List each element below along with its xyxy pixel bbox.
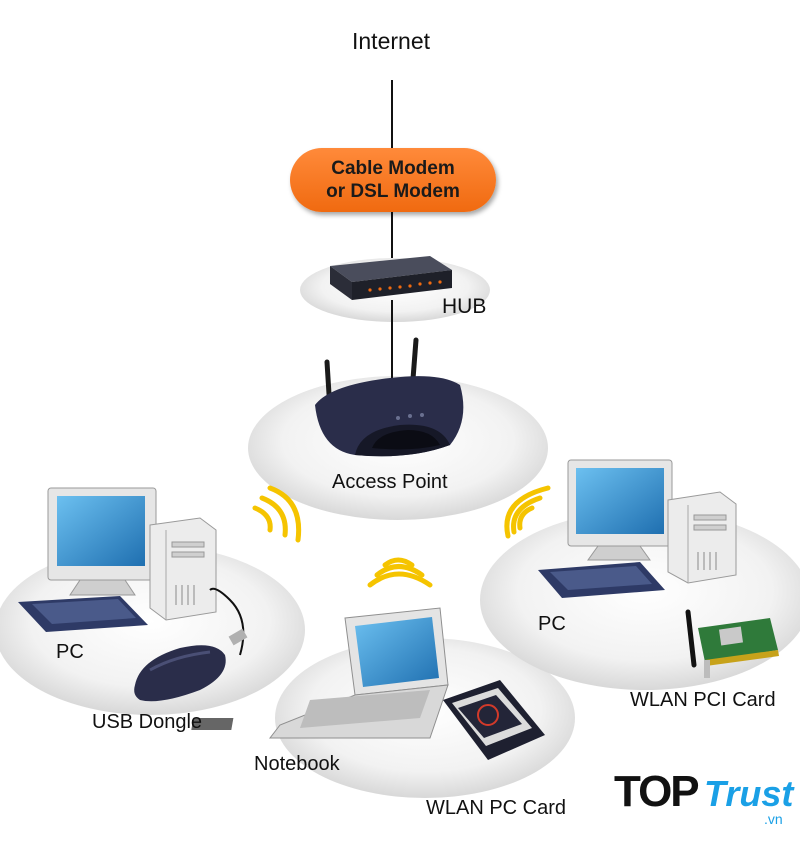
hub-label: HUB: [442, 295, 487, 318]
signal-left-icon: [252, 485, 302, 543]
wlan-pci-card-icon: [685, 609, 779, 678]
wlan-pc-card-label: WLAN PC Card: [426, 797, 567, 819]
signal-center-icon: [367, 557, 433, 588]
modem-line1: Cable Modem: [331, 158, 455, 179]
logo-trust-text: Trust: [704, 773, 794, 814]
usb-dongle-label: USB Dongle: [92, 711, 203, 733]
modem-line2: or DSL Modem: [326, 181, 460, 202]
signal-right-icon: [504, 485, 551, 539]
access-point-device: [315, 337, 464, 457]
modem-badge: Cable Modem or DSL Modem: [290, 148, 496, 212]
usb-dongle-icon: [134, 587, 248, 702]
logo-top-text: TOP: [614, 767, 700, 816]
internet-label: Internet: [352, 28, 430, 54]
hub-device: [330, 256, 452, 300]
left-pc-icon: [18, 487, 217, 632]
pc-right-label: PC: [538, 613, 566, 635]
right-pc-icon: [538, 459, 737, 598]
access-point-label: Access Point: [332, 471, 448, 493]
notebook-label: Notebook: [254, 753, 340, 775]
toptrust-logo: TOP Trust .vn: [614, 768, 796, 832]
wlan-pci-card-label: WLAN PCI Card: [630, 689, 776, 711]
notebook-icon: [191, 607, 449, 739]
pc-left-label: PC: [56, 641, 84, 663]
wlan-pc-card-icon: [443, 680, 545, 760]
logo-domain-text: .vn: [764, 811, 783, 827]
